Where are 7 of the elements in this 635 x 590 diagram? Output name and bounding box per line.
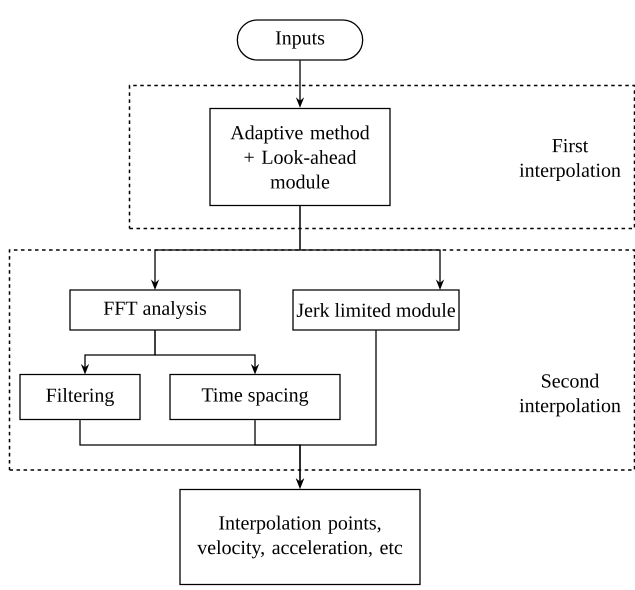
- process-box: Time spacing: [169, 374, 341, 420]
- terminal-box: Inputs: [236, 19, 364, 61]
- process-box: Adaptive method + Look-ahead module: [209, 108, 391, 206]
- process-box: FFT analysis: [69, 289, 241, 331]
- process-box: Jerk limited module: [292, 289, 460, 331]
- process-box: Interpolation points, velocity, acceleration, etc: [179, 488, 421, 586]
- process-box: Filtering: [19, 374, 141, 420]
